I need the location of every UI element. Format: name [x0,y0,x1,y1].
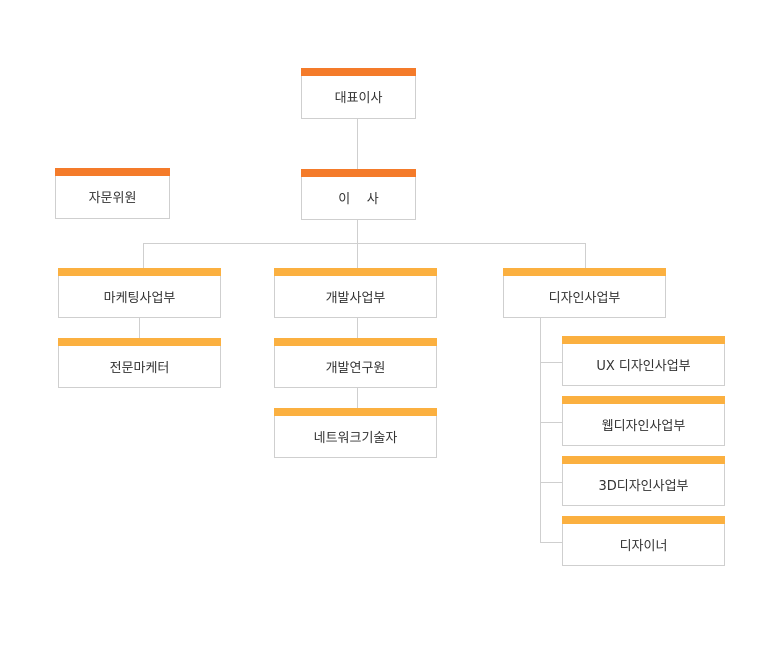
node-bar [274,268,437,276]
node-label: 디자인사업부 [548,290,621,306]
node-bar [562,396,725,404]
node-director: 이 사 [301,169,416,220]
node-design-dept: 디자인사업부 [503,268,666,318]
node-advisory: 자문위원 [55,168,170,219]
node-bar [274,408,437,416]
node-bar [301,68,416,76]
node-bar [301,169,416,177]
node-label: 개발연구원 [325,360,386,376]
node-development-team: 네트워크기술자 [274,408,437,458]
node-bar [58,268,221,276]
node-bar [562,336,725,344]
node-label: 개발사업부 [325,290,386,306]
node-design-team: UX 디자인사업부 [562,336,725,386]
node-label: 마케팅사업부 [103,290,176,306]
node-bar [55,168,170,176]
node-bar [562,516,725,524]
node-bar [274,338,437,346]
node-ceo: 대표이사 [301,68,416,119]
node-bar [503,268,666,276]
node-label: 3D디자인사업부 [598,478,689,494]
node-label: 대표이사 [334,91,383,106]
node-marketing-team: 전문마케터 [58,338,221,388]
node-label: 디자이너 [619,538,668,554]
node-label: 자문위원 [88,191,137,206]
node-design-team: 3D디자인사업부 [562,456,725,506]
node-label: 웹디자인사업부 [601,418,686,434]
node-label: UX 디자인사업부 [596,358,691,374]
node-label: 네트워크기술자 [313,430,398,446]
node-bar [58,338,221,346]
node-label: 전문마케터 [109,360,170,376]
node-design-team: 웹디자인사업부 [562,396,725,446]
node-bar [562,456,725,464]
node-marketing-dept: 마케팅사업부 [58,268,221,318]
node-development-team: 개발연구원 [274,338,437,388]
node-design-team: 디자이너 [562,516,725,566]
node-label: 이 사 [338,192,379,207]
node-development-dept: 개발사업부 [274,268,437,318]
